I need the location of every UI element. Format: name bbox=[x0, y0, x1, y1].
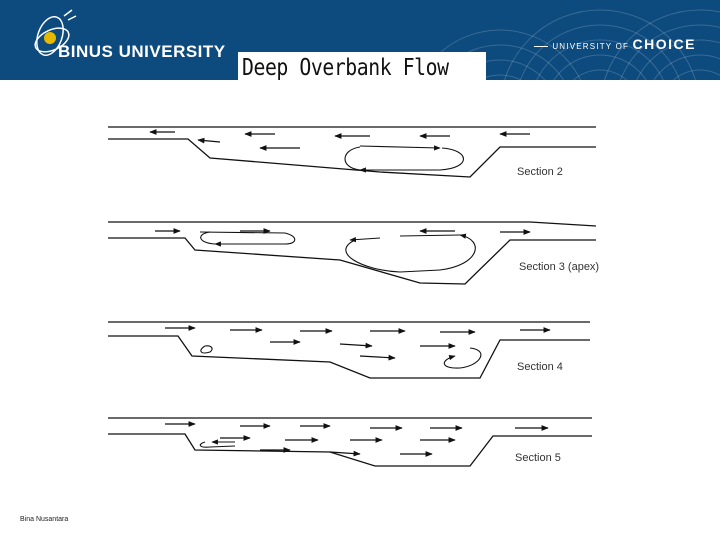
section-4-cross-section bbox=[108, 321, 590, 379]
section-5-cross-section bbox=[108, 417, 592, 467]
tagline: UNIVERSITY OF CHOICE bbox=[534, 36, 696, 52]
logo-text: BINUS UNIVERSITY bbox=[58, 42, 226, 61]
binus-logo-icon bbox=[34, 9, 77, 56]
page-title: Deep Overbank Flow bbox=[242, 55, 449, 81]
banner-arc-pattern bbox=[418, 9, 720, 80]
section-3-cross-section bbox=[108, 221, 597, 285]
title-box bbox=[238, 52, 486, 84]
footer-text: Bina Nusantara bbox=[20, 516, 69, 523]
section-2-label: Section 2 bbox=[517, 166, 563, 178]
section-3-label: Section 3 (apex) bbox=[519, 261, 599, 273]
section-2-cross-section bbox=[108, 126, 596, 178]
tagline-big: CHOICE bbox=[632, 36, 696, 52]
section-4-label: Section 4 bbox=[517, 361, 563, 373]
section-5-label: Section 5 bbox=[515, 452, 561, 464]
tagline-small: UNIVERSITY OF bbox=[552, 42, 630, 51]
